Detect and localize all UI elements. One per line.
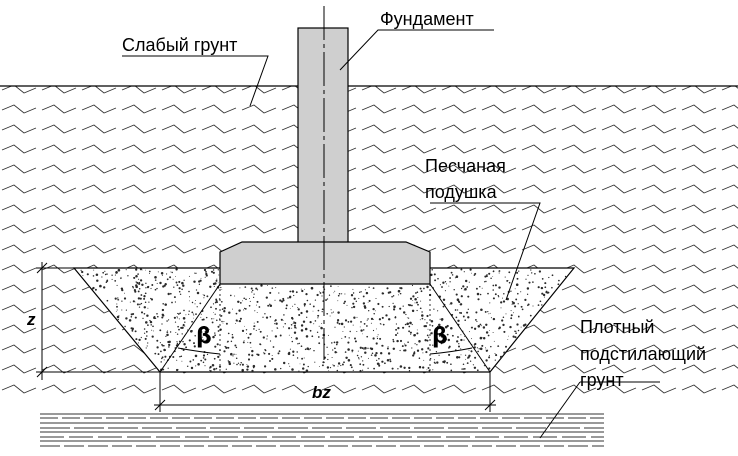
- depth-dimension: [36, 262, 160, 380]
- foundation-label: Фундамент: [380, 9, 474, 29]
- angle-arc-left: [177, 347, 221, 355]
- leader-lines: [122, 29, 660, 439]
- foundation-footing: [219, 241, 431, 285]
- sand-cushion-label-line1: Песчаная: [425, 156, 506, 176]
- width-label: bz: [312, 383, 331, 402]
- dense-soil-lines: [40, 413, 604, 447]
- angle-label-right: β: [432, 324, 448, 349]
- dense-soil-label-line2: подстилающий: [580, 344, 706, 364]
- dense-soil-label-line1: Плотный: [580, 317, 654, 337]
- dense-soil-label-line3: грунт: [580, 370, 624, 390]
- angle-label-left: β: [196, 324, 212, 349]
- foundation-column: [297, 27, 349, 244]
- width-dimension: [154, 372, 496, 412]
- depth-label: z: [26, 310, 36, 329]
- angle-arc-right: [429, 347, 473, 355]
- sand-cushion-label-line2: подушка: [425, 182, 498, 202]
- weak-soil-label: Слабый грунт: [122, 35, 237, 55]
- foundation: [219, 6, 431, 360]
